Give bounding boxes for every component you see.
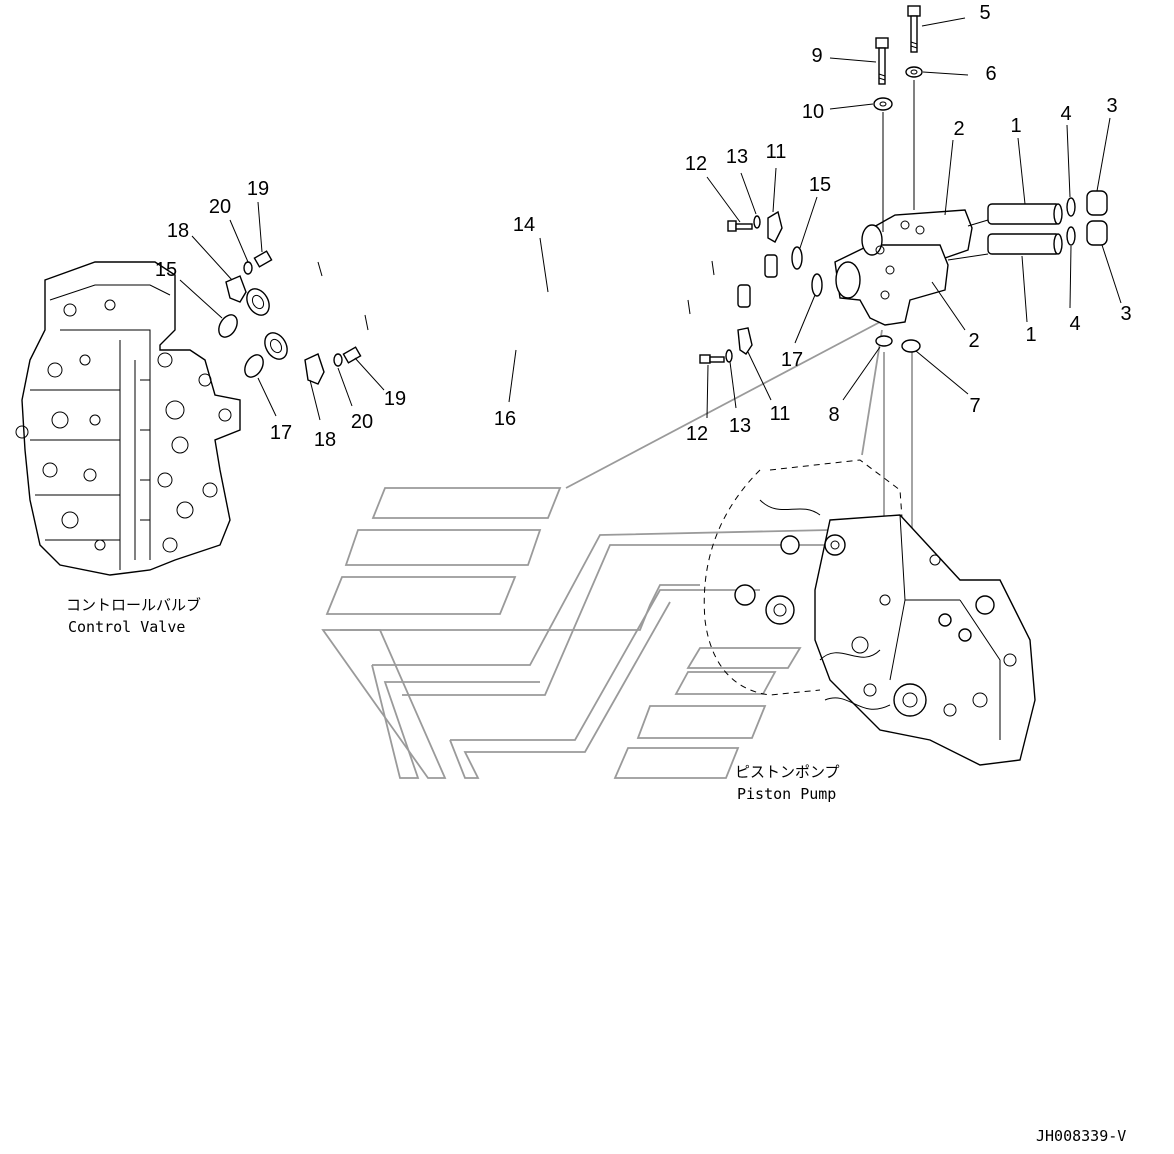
label-9: 9 xyxy=(811,45,822,67)
label-2-lower: 2 xyxy=(968,330,979,352)
caps-3 xyxy=(1086,190,1108,246)
captions: コントロールバルブ Control Valve ピストンポンプ Piston P… xyxy=(66,596,1126,1145)
washer-10 xyxy=(873,97,893,111)
label-18-upper: 18 xyxy=(167,220,189,242)
pipe-16 xyxy=(270,289,747,354)
label-7: 6 xyxy=(985,63,996,85)
pipes-1 xyxy=(947,203,1063,261)
label-1-upper: 1 xyxy=(1010,115,1021,137)
leader-lines xyxy=(179,17,1122,421)
label-15-right: 15 xyxy=(809,174,831,196)
bolt-9 xyxy=(875,37,889,85)
label-19-lower: 19 xyxy=(384,388,406,410)
label-16: 16 xyxy=(494,408,516,430)
label-3-upper: 3 xyxy=(1106,95,1117,117)
label-20-lower: 20 xyxy=(351,411,373,433)
label-3-lower: 3 xyxy=(1120,303,1131,325)
guide-outlines xyxy=(321,321,913,779)
label-5: 7 xyxy=(969,395,980,417)
piston-pump-caption-jp: ピストンポンプ xyxy=(735,763,840,781)
label-11-lower: 11 xyxy=(770,403,791,425)
label-19-upper: 19 xyxy=(247,178,269,200)
label-18-lower: 18 xyxy=(314,429,336,451)
label-2-upper: 2 xyxy=(953,118,964,140)
control-valve xyxy=(15,261,241,576)
label-4-upper: 4 xyxy=(1060,103,1071,125)
control-valve-caption-en: Control Valve xyxy=(68,618,185,636)
label-8: 8 xyxy=(828,404,839,426)
pipe-14 xyxy=(260,256,771,306)
label-12-upper: 12 xyxy=(685,153,707,175)
clamp-parts-left xyxy=(225,250,362,385)
label-6: 5 xyxy=(979,2,990,24)
pipe-flanges xyxy=(246,254,778,360)
orings-15-17 xyxy=(218,246,823,378)
drawing-id: JH008339-V xyxy=(1036,1127,1126,1145)
bolts-12-upper xyxy=(727,210,783,243)
label-17-left: 17 xyxy=(270,422,292,444)
label-1-lower: 1 xyxy=(1025,324,1036,346)
manifold-block xyxy=(834,209,973,326)
label-20-upper: 20 xyxy=(209,196,231,218)
piston-pump xyxy=(703,459,1036,766)
orings-4 xyxy=(1066,197,1076,246)
label-15-left: 15 xyxy=(155,259,177,281)
label-17-right: 17 xyxy=(781,349,803,371)
orings-8-5 xyxy=(875,335,921,353)
label-14: 14 xyxy=(513,214,535,236)
washer-7 xyxy=(905,66,923,78)
bolts-12-lower xyxy=(699,327,753,364)
label-10: 10 xyxy=(802,101,824,123)
label-4-lower: 4 xyxy=(1069,313,1080,335)
part-labels: 5 6 9 10 2 1 4 3 12 13 11 15 14 19 20 18… xyxy=(155,2,1132,451)
label-11-upper: 11 xyxy=(766,141,787,163)
piston-pump-caption-en: Piston Pump xyxy=(737,785,836,803)
label-13-lower: 13 xyxy=(729,415,751,437)
control-valve-caption-jp: コントロールバルブ xyxy=(66,596,201,614)
bolt-6 xyxy=(907,5,921,53)
label-13-upper: 13 xyxy=(726,146,748,168)
label-12-lower: 12 xyxy=(686,423,708,445)
